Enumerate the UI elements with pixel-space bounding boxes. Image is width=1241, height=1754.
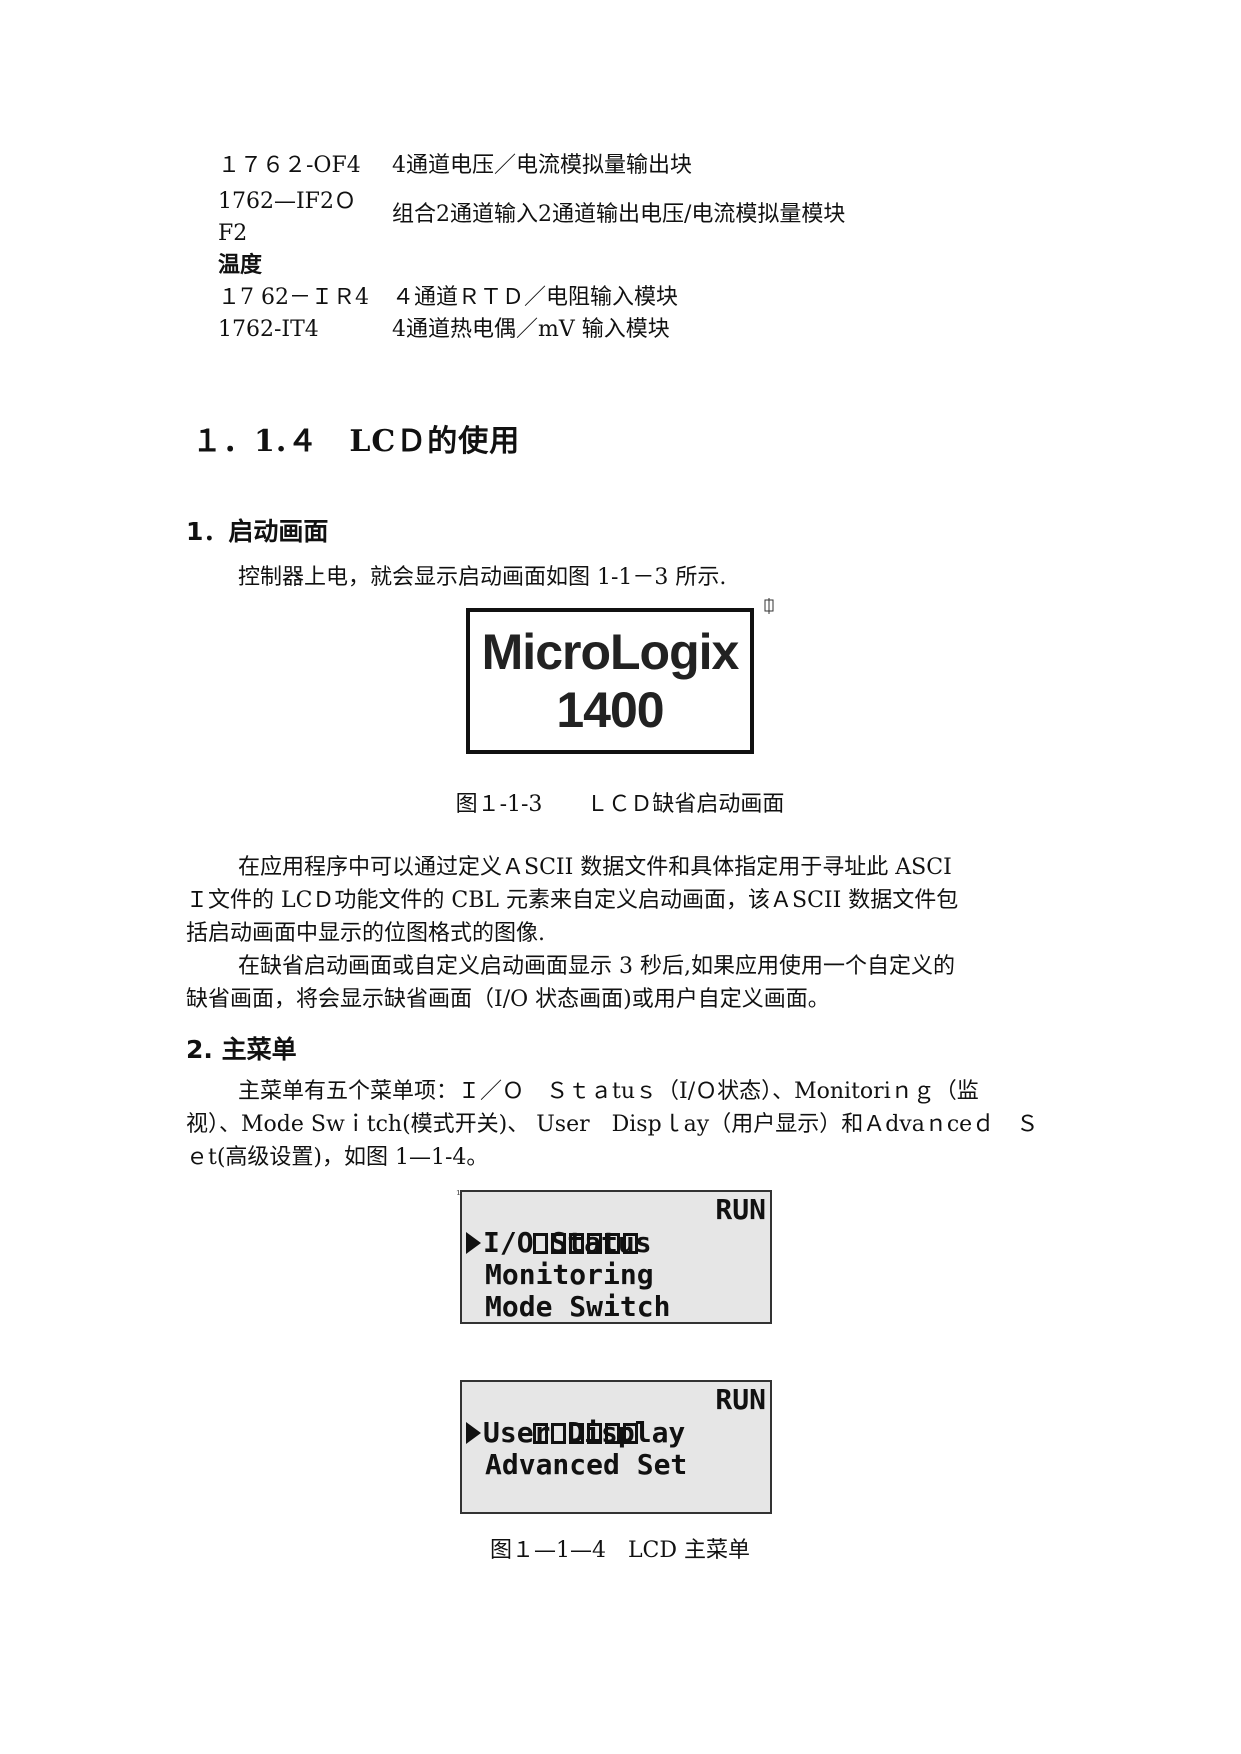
main-menu-para-line1: 主菜单有五个菜单项：Ｉ／Ｏ Ｓｔａtuｓ（I/Ｏ状态）、Monitoriｎｇ（监 <box>238 1079 979 1104</box>
startup-para1-line1: 在应用程序中可以通过定义ＡSCII 数据文件和具体指定用于寻址此 ASCI <box>238 855 952 880</box>
table-row-1762-of4-code: １７６２-OF4 <box>218 153 361 178</box>
lcd-menu-item-mode-switch: Mode Switch <box>485 1290 671 1323</box>
startup-intro: 控制器上电，就会显示启动画面如图 1-1－3 所示. <box>238 565 727 590</box>
lcd-run-status: RUN <box>715 1383 766 1416</box>
lcd-status-row: RUN <box>466 1383 766 1444</box>
lcd-menu-item-user-display: User Display <box>466 1416 766 1449</box>
table-row-1762-it4-code: 1762-IT4 <box>218 317 319 342</box>
main-menu-para-line3: ｅt(高级设置)，如图 1—1-4。 <box>186 1145 489 1170</box>
table-section-temperature: 温度 <box>218 253 263 278</box>
main-menu-para-line2: 视）、Mode Swｉtch(模式开关)、 User Dispｌay（用户显示）… <box>186 1112 1039 1137</box>
section-heading: １．1.４ LCＤ的使用 <box>192 424 521 459</box>
table-row-1762-ir4-desc: ４通道ＲＴＤ／电阻输入模块 <box>392 285 679 310</box>
lcd-status-row: RUN <box>466 1193 766 1254</box>
lcd-main-menu-page-1: RUN I/O Status Monitoring Mode Switch <box>460 1190 772 1324</box>
splash-line-product: MicroLogix <box>481 624 740 680</box>
figure-caption-1-1-4: 图１—1—4 LCD 主菜单 <box>489 1538 751 1563</box>
startup-para1-line2: Ｉ文件的 LCＤ功能文件的 CBL 元素来自定义启动画面，该ＡSCII 数据文件… <box>186 888 959 913</box>
table-row-1762-it4-desc: 4通道热电偶／mV 输入模块 <box>392 317 670 342</box>
lcd-run-status: RUN <box>715 1193 766 1226</box>
lcd-placeholder-boxes <box>533 1416 641 1448</box>
startup-heading: 1．启动画面 <box>186 517 329 546</box>
table-row-1762-ir4-code: １7 62－ＩＲ4 <box>218 285 369 310</box>
table-row-1762-if2of2-desc: 组合2通道输入2通道输出电压/电流模拟量模块 <box>392 202 846 227</box>
lcd-menu-item-monitoring: Monitoring <box>485 1258 654 1291</box>
lcd-menu-item-io-status: I/O Status <box>466 1226 766 1259</box>
startup-splash-screen: MicroLogix 1400 <box>466 608 754 754</box>
splash-line-model: 1400 <box>556 682 664 738</box>
image-anchor-icon: ¹ <box>456 1188 461 1202</box>
lcd-main-menu-page-2: RUN User Display Advanced Set <box>460 1380 772 1514</box>
startup-para1-line3: 括启动画面中显示的位图格式的图像. <box>186 921 545 946</box>
image-anchor-icon <box>762 598 776 614</box>
startup-para2-line2: 缺省画面，将会显示缺省画面（I/O 状态画面)或用户自定义画面。 <box>186 987 830 1012</box>
table-row-1762-if2of2-code-cont: F2 <box>218 221 248 246</box>
selection-cursor-icon <box>466 1232 481 1254</box>
lcd-menu-item-advanced-set: Advanced Set <box>485 1448 688 1481</box>
lcd-placeholder-boxes <box>533 1226 641 1258</box>
startup-para2-line1: 在缺省启动画面或自定义启动画面显示 3 秒后,如果应用使用一个自定义的 <box>238 954 955 979</box>
figure-caption-1-1-3: 图１-1-3 ＬＣＤ缺省启动画面 <box>455 792 785 817</box>
table-row-1762-if2of2-code: 1762—IF2Ｏ <box>218 189 356 214</box>
selection-cursor-icon <box>466 1422 481 1444</box>
table-row-1762-of4-desc: 4通道电压／电流模拟量输出块 <box>392 153 692 178</box>
main-menu-heading: 2. 主菜单 <box>186 1035 297 1064</box>
